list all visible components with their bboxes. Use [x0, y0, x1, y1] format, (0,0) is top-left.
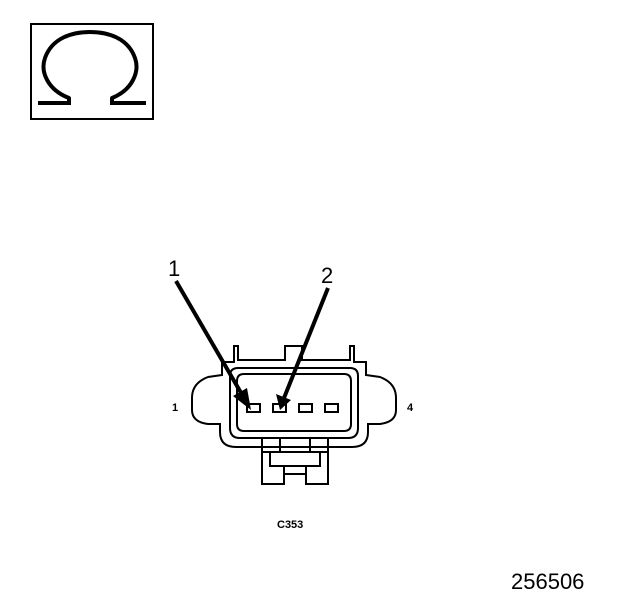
pin-cavity-3	[298, 403, 313, 413]
ohmmeter-symbol	[30, 23, 154, 120]
connector-face	[229, 367, 359, 439]
callout-arrowhead-2	[276, 394, 291, 410]
callout-arrow-1	[174, 279, 246, 400]
connector-c353	[191, 345, 397, 485]
callout-label-1: 1	[168, 256, 180, 281]
figure-number: 256506	[511, 569, 584, 594]
pin-label-right: 4	[407, 402, 414, 414]
pin-cavity-4	[324, 403, 339, 413]
connector-face-inner	[236, 373, 352, 432]
connector-housing	[191, 345, 397, 448]
ohm-icon	[38, 30, 146, 105]
callout-arrow-2	[282, 287, 330, 399]
pin-cavity-2	[272, 403, 287, 413]
connector-id: C353	[277, 519, 303, 531]
connector-latch	[261, 438, 329, 485]
pin-label-left: 1	[172, 402, 178, 414]
pin-cavity-1	[246, 403, 261, 413]
callout-arrowhead-1	[233, 388, 251, 410]
callout-label-2: 2	[321, 263, 333, 288]
callout-arrows	[174, 279, 330, 410]
